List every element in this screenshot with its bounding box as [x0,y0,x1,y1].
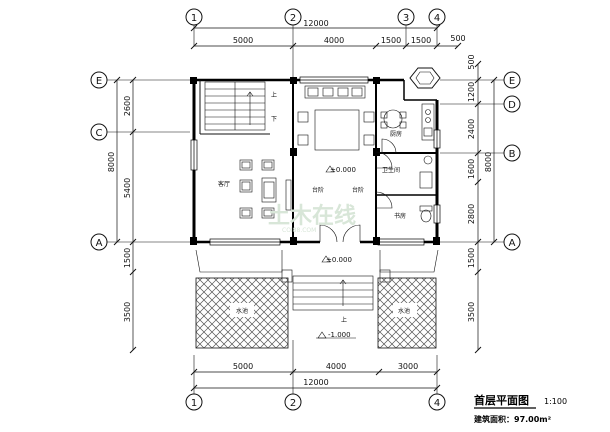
pool-left [195,277,289,349]
dining-furniture [297,85,375,151]
axis-lines [107,25,504,394]
dim-right-8000: 8000 [484,152,493,172]
dim-left-3500: 3500 [123,302,132,322]
staircase [199,80,270,135]
dim-right-2800: 2800 [467,204,476,224]
axis-4-top: 4 [434,13,440,24]
axis-bubbles-left: E C A [90,71,108,251]
dim-bottom-5000: 5000 [233,362,253,371]
dimensions-left: 8000 2600 5400 1500 3500 [107,76,137,354]
title-block: 首层平面图 1:100 建筑面积：97.00m² [473,393,567,424]
front-steps [292,275,374,311]
axis-A-right: A [509,238,516,249]
yard-level [316,331,356,339]
kitchen [380,67,441,141]
building-area: 建筑面积：97.00m² [473,414,552,424]
dimensions-top: 12000 5000 4000 1500 1500 500 [190,19,466,50]
axis-E-left: E [96,76,102,87]
dim-top-500: 500 [450,34,465,43]
dim-top-5000: 5000 [233,36,253,45]
dim-top-1500a: 1500 [381,36,401,45]
drawing-scale: 1:100 [544,397,567,406]
watermark-subtext: COI88.COM [282,227,316,234]
pool-right [377,277,437,349]
windows [190,76,441,246]
dim-bottom-total: 12000 [303,378,328,387]
axis-B-right: B [509,149,516,160]
axis-D-right: D [508,100,516,111]
doors [319,138,397,243]
dim-left-1500: 1500 [123,248,132,268]
axis-A-left: A [96,238,103,249]
living-room-label: 客厅 [218,180,230,188]
pool-left-label: 水池 [236,307,248,315]
drawing-title: 首层平面图 [474,393,529,407]
step-label-1: 台阶 [312,186,324,194]
wc-fixtures [419,155,433,223]
stair-down-label: 下 [271,116,277,123]
watermark-text: 土木在线 [268,203,356,229]
porch [195,249,439,283]
dimensions-right: 500 1200 2400 1600 2800 1500 3500 8000 [467,54,498,354]
level-porch: ±0.000 [326,256,352,264]
axis-4-bottom: 4 [434,398,440,409]
dim-right-3500: 3500 [467,302,476,322]
axis-bubbles-bottom: 1 2 4 [185,393,446,411]
dim-right-2400: 2400 [467,119,476,139]
axis-E-right: E [509,76,515,87]
dim-right-1500: 1500 [467,248,476,268]
dim-top-1500b: 1500 [411,36,431,45]
dim-bottom-3000: 3000 [398,362,418,371]
study-label: 书房 [394,212,406,220]
living-room-furniture [239,159,292,219]
axis-C-left: C [96,128,103,139]
stair-up-label: 上 [271,91,277,99]
axis-2-top: 2 [290,13,296,24]
axis-bubbles-right: E D B A [503,71,521,251]
axis-3-top: 3 [403,13,409,24]
axis-2-bottom: 2 [290,398,296,409]
axis-1-top: 1 [191,13,197,24]
pool-right-label: 水池 [398,307,410,315]
dim-right-500: 500 [467,54,476,69]
axis-1-bottom: 1 [191,398,197,409]
dim-right-1600: 1600 [467,159,476,179]
dim-left-2600: 2600 [123,96,132,116]
dim-top-total: 12000 [303,19,328,28]
step-label-2: 台阶 [352,186,364,194]
dimensions-bottom: 5000 4000 3000 12000 [190,362,441,392]
kitchen-label: 厨房 [390,130,402,138]
dim-top-4000: 4000 [324,36,344,45]
dim-left-5400: 5400 [123,178,132,198]
wc-label: 卫生间 [382,166,400,174]
level-inner: ±0.000 [330,166,356,174]
dim-left-8000: 8000 [107,152,116,172]
level-yard: -1.000 [328,331,351,339]
front-stair-up-label: 上 [341,316,347,324]
dim-bottom-4000: 4000 [326,362,346,371]
dim-right-1200: 1200 [467,82,476,102]
